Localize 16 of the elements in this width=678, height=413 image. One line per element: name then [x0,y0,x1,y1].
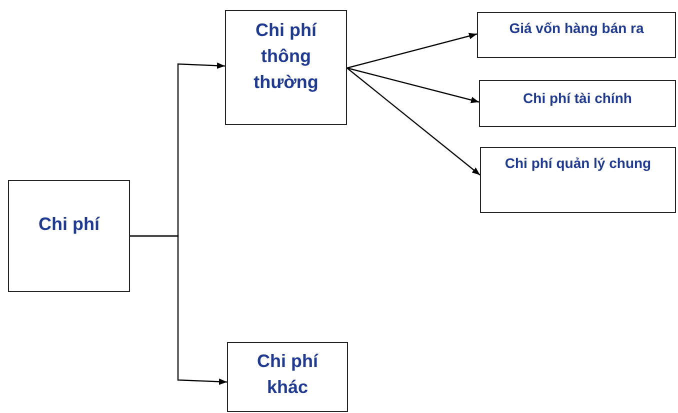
box-label: Chi phí [38,213,101,236]
process-box [477,12,676,58]
process-box [479,80,676,127]
box-label: Chi phí thông thường [252,19,320,94]
process-box [480,147,676,213]
arrow [346,67,480,104]
box-label: Giá vốn hàng bán ra [508,19,645,38]
box-label: Chi phí khác [256,350,320,399]
box-label: Chi phí tài chính [522,89,633,108]
process-box [8,180,130,292]
process-box [227,342,348,412]
process-box [225,10,347,125]
arrow [346,32,478,69]
arrow [130,235,228,385]
arrow [346,68,480,176]
box-label: Chi phí quản lý chung [504,154,652,173]
